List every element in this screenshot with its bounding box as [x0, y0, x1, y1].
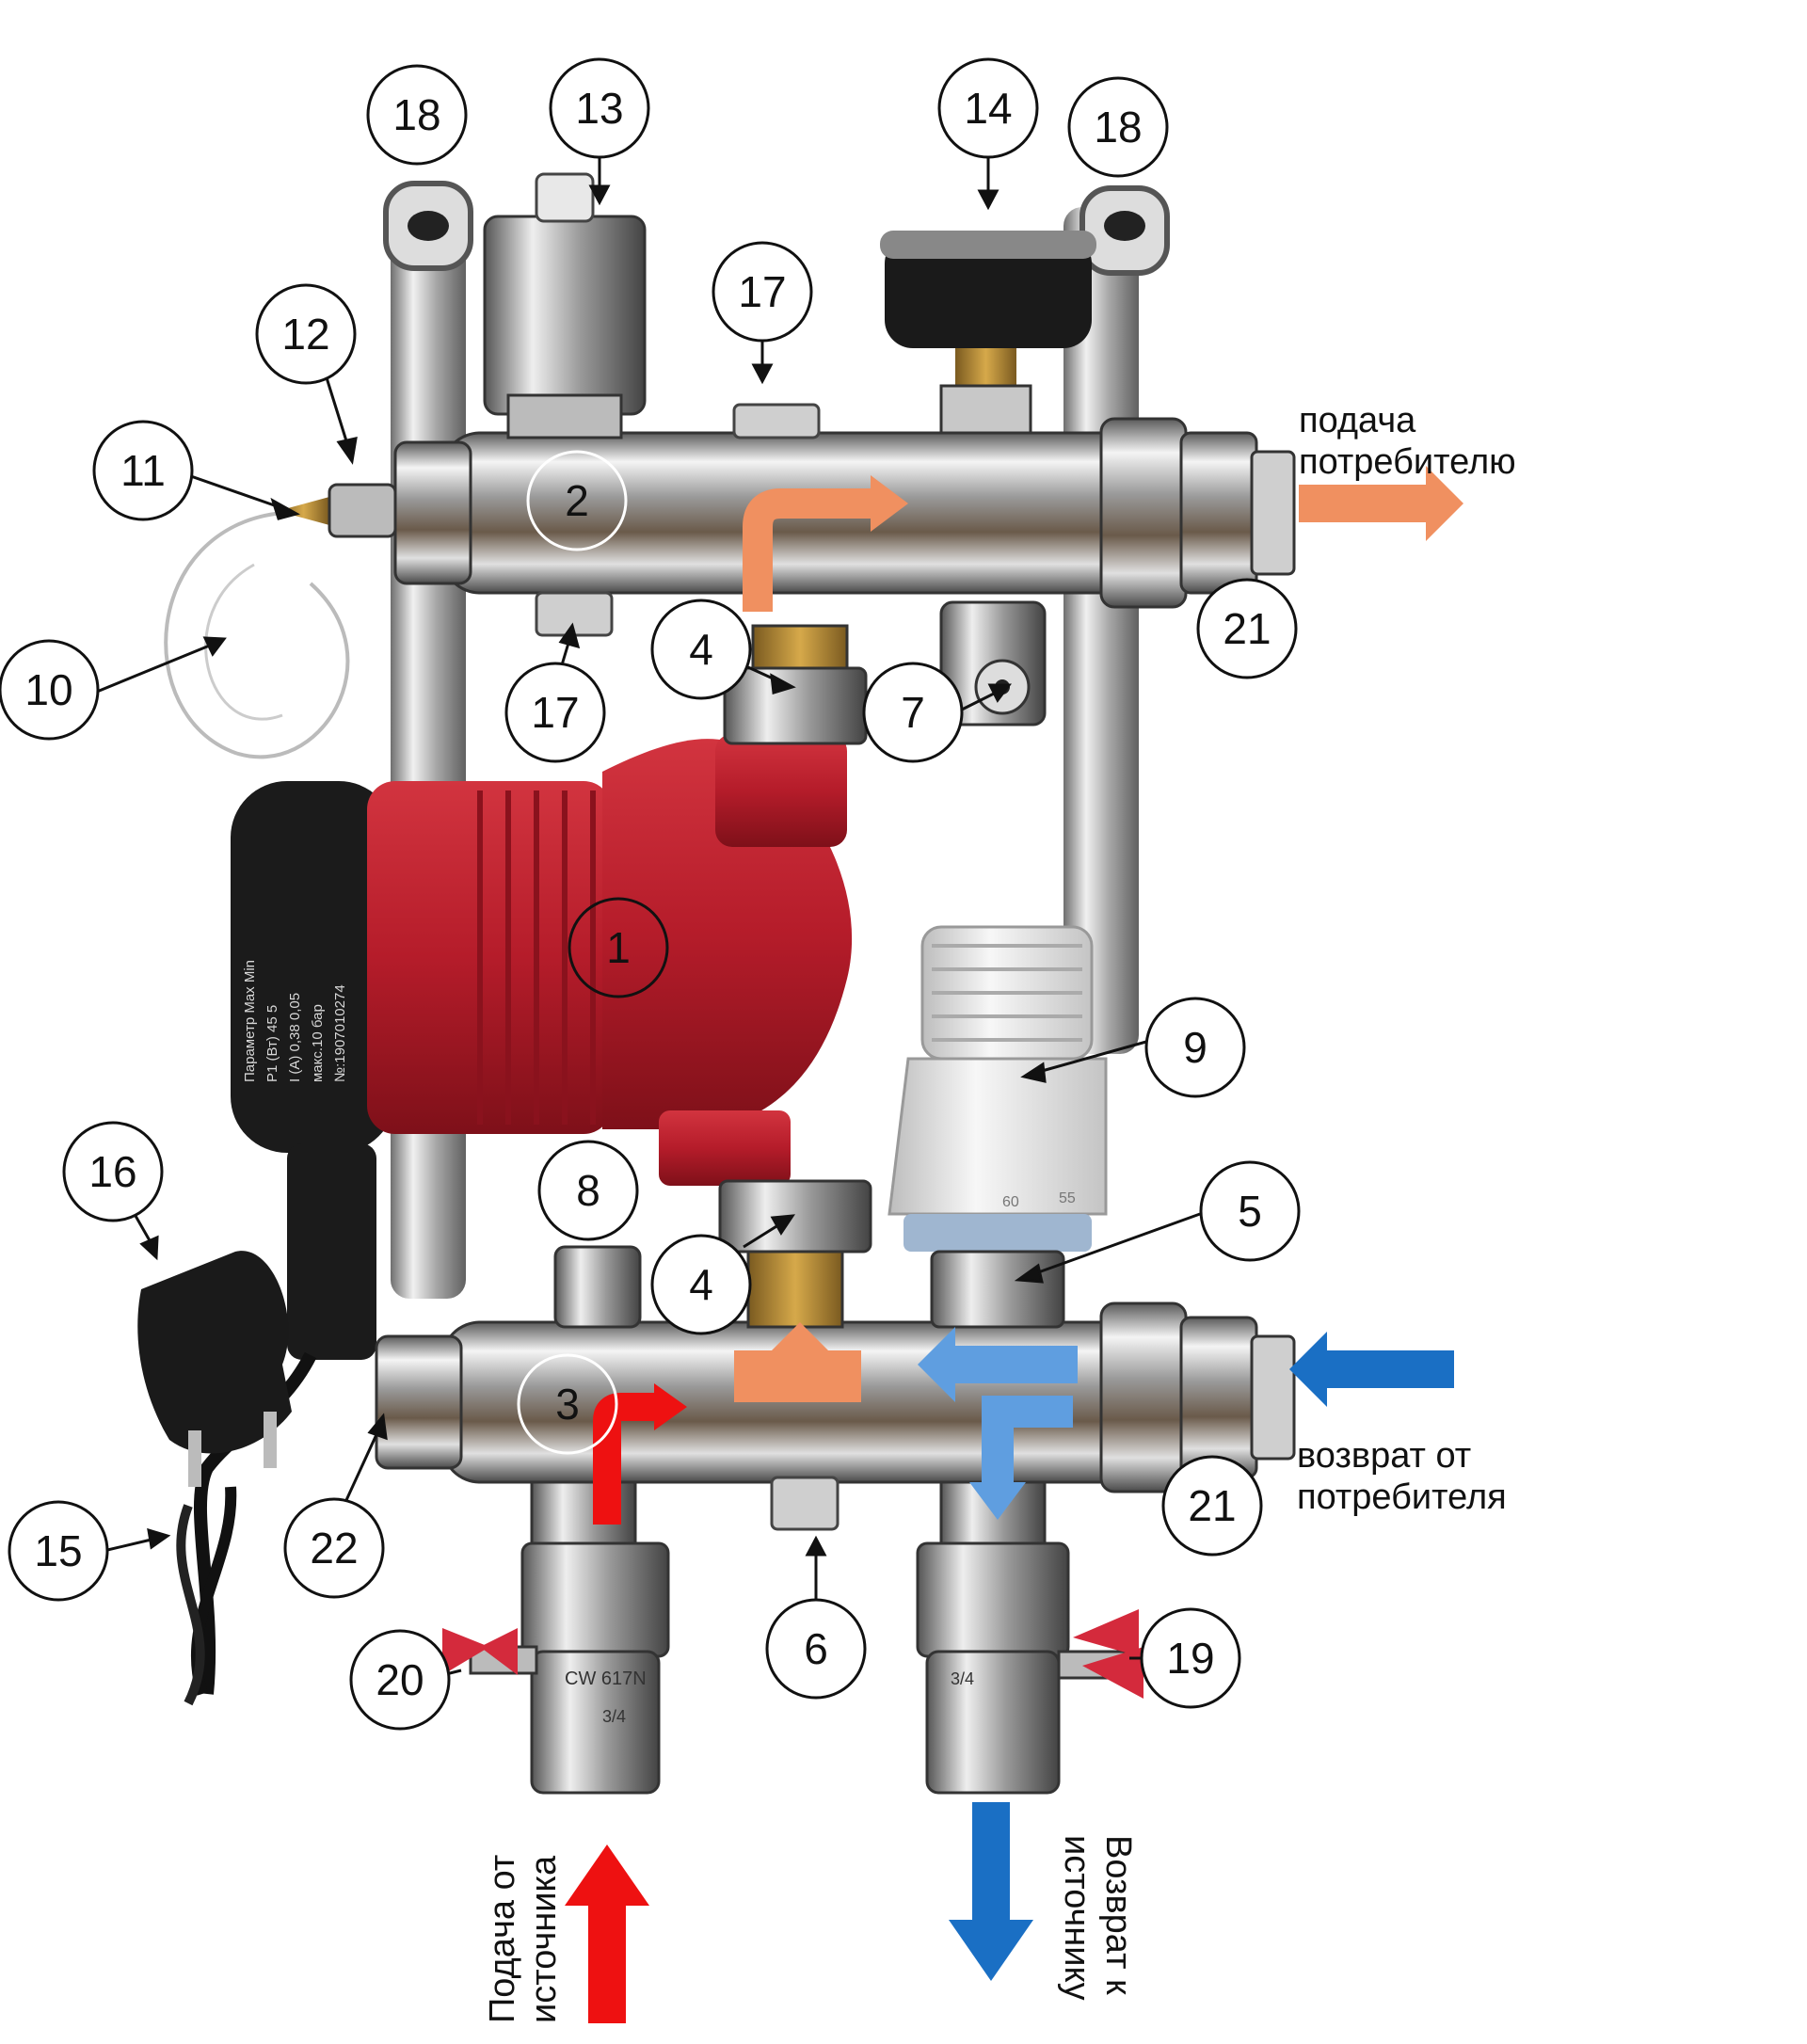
bottom-plug: [770, 1476, 840, 1531]
label-return-source: Возврат к источнику: [1056, 1835, 1139, 2001]
ball-valve-return: 3/4: [916, 1480, 1143, 1795]
svg-text:I (A) 0,38 0,05: I (A) 0,38 0,05: [287, 993, 303, 1082]
svg-text:17: 17: [531, 688, 579, 737]
callout-10: 10: [0, 639, 100, 741]
svg-text:18: 18: [1094, 103, 1142, 152]
svg-text:2: 2: [565, 476, 589, 525]
arrow-return-to-source: [949, 1802, 1033, 1981]
callout-4-lower: 4: [650, 1234, 752, 1335]
callout-22: 22: [283, 1497, 385, 1599]
label-supply-consumer-line2: потребителю: [1299, 442, 1516, 482]
label-supply-source-line1: Подача от: [483, 1854, 522, 2023]
svg-text:8: 8: [576, 1166, 600, 1215]
arrow-return-from-consumer: [1289, 1332, 1454, 1407]
label-supply-source-line2: источника: [524, 1855, 564, 2023]
svg-text:CW 617N: CW 617N: [565, 1669, 647, 1689]
label-return-source-line1: Возврат к: [1098, 1835, 1138, 1995]
callout-2: 2: [526, 450, 628, 551]
svg-text:3: 3: [555, 1380, 580, 1429]
label-return-consumer-line1: возврат от: [1297, 1436, 1472, 1476]
thermostatic-head: 60 55: [888, 925, 1108, 1329]
svg-text:3/4: 3/4: [602, 1707, 626, 1726]
svg-text:4: 4: [689, 625, 713, 674]
svg-text:20: 20: [376, 1655, 424, 1704]
label-return-consumer: возврат от потребителя: [1297, 1435, 1507, 1518]
plug-top: [732, 403, 821, 439]
pump-rating-plate: Параметр Max Min P1 (Вт) 45 5 I (A) 0,38…: [242, 960, 348, 1082]
ball-valve-supply: CW 617N 3/4: [442, 1480, 670, 1795]
callout-14: 14: [937, 57, 1039, 159]
callout-9: 9: [1144, 997, 1246, 1098]
svg-text:3/4: 3/4: [951, 1669, 974, 1688]
callout-1: 1: [568, 897, 669, 998]
callout-8: 8: [537, 1140, 639, 1241]
svg-text:6: 6: [804, 1624, 828, 1673]
callout-15: 15: [8, 1500, 109, 1602]
pressure-gauge: [880, 231, 1096, 435]
leader-lines: [96, 155, 1201, 1677]
flow-mix-up: [734, 1322, 861, 1402]
callout-21-bottom: 21: [1161, 1455, 1263, 1557]
svg-text:P1 (Вт) 45 5: P1 (Вт) 45 5: [264, 1005, 280, 1082]
svg-text:22: 22: [310, 1524, 358, 1573]
svg-text:9: 9: [1183, 1023, 1207, 1072]
svg-text:10: 10: [24, 665, 72, 714]
svg-text:5: 5: [1238, 1187, 1262, 1236]
svg-text:17: 17: [738, 267, 786, 316]
svg-text:№:1907010274: №:1907010274: [332, 984, 348, 1082]
callout-7: 7: [862, 662, 964, 763]
flow-lower-return: [918, 1327, 1078, 1520]
svg-text:13: 13: [575, 84, 623, 133]
callout-19: 19: [1140, 1607, 1241, 1709]
svg-text:12: 12: [281, 310, 329, 359]
svg-text:60: 60: [1002, 1194, 1019, 1210]
svg-text:21: 21: [1223, 604, 1271, 653]
callout-12: 12: [255, 283, 357, 385]
flow-lower-hot-bend: [593, 1383, 687, 1525]
callout-20: 20: [349, 1629, 451, 1731]
callout-17-top: 17: [712, 241, 813, 343]
flow-upper-bend: [743, 475, 908, 612]
callout-17-bottom: 17: [504, 662, 606, 763]
label-supply-consumer: подача потребителю: [1299, 400, 1516, 483]
svg-text:21: 21: [1188, 1481, 1236, 1530]
arrow-supply-from-source: [565, 1844, 649, 2023]
callout-11: 11: [92, 420, 194, 521]
callout-18-right: 18: [1067, 76, 1169, 178]
label-supply-consumer-line1: подача: [1299, 401, 1416, 440]
power-plug: [137, 1251, 292, 1487]
label-return-consumer-line2: потребителя: [1297, 1477, 1507, 1517]
svg-text:1: 1: [606, 923, 631, 972]
svg-text:19: 19: [1166, 1634, 1214, 1683]
svg-text:18: 18: [392, 90, 440, 139]
callout-18-left: 18: [366, 64, 468, 166]
callout-21-top: 21: [1196, 578, 1298, 679]
circulation-pump: Параметр Max Min P1 (Вт) 45 5 I (A) 0,38…: [231, 734, 853, 1186]
callout-13: 13: [549, 57, 650, 159]
air-vent: [483, 172, 647, 439]
svg-text:15: 15: [34, 1526, 82, 1575]
svg-text:14: 14: [964, 84, 1012, 133]
callout-16: 16: [62, 1121, 164, 1222]
svg-text:55: 55: [1059, 1190, 1076, 1206]
svg-text:4: 4: [689, 1260, 713, 1309]
svg-text:макс.10 бар: макс.10 бар: [310, 1004, 326, 1082]
callout-4-upper: 4: [650, 599, 752, 700]
callout-3: 3: [517, 1353, 618, 1455]
svg-text:16: 16: [88, 1147, 136, 1196]
label-supply-source: Подача от источника: [482, 1855, 565, 2023]
pump-union-lower: [718, 1179, 872, 1254]
sensor-probe: [164, 483, 397, 759]
svg-text:11: 11: [120, 446, 166, 495]
arrow-supply-to-consumer: [1299, 466, 1463, 541]
callout-6: 6: [765, 1598, 867, 1700]
callout-5: 5: [1199, 1160, 1301, 1262]
svg-text:7: 7: [901, 688, 925, 737]
label-return-source-line2: источнику: [1057, 1835, 1096, 2001]
drain-plug: [553, 1245, 642, 1329]
svg-text:Параметр Max Min: Параметр Max Min: [242, 960, 258, 1082]
